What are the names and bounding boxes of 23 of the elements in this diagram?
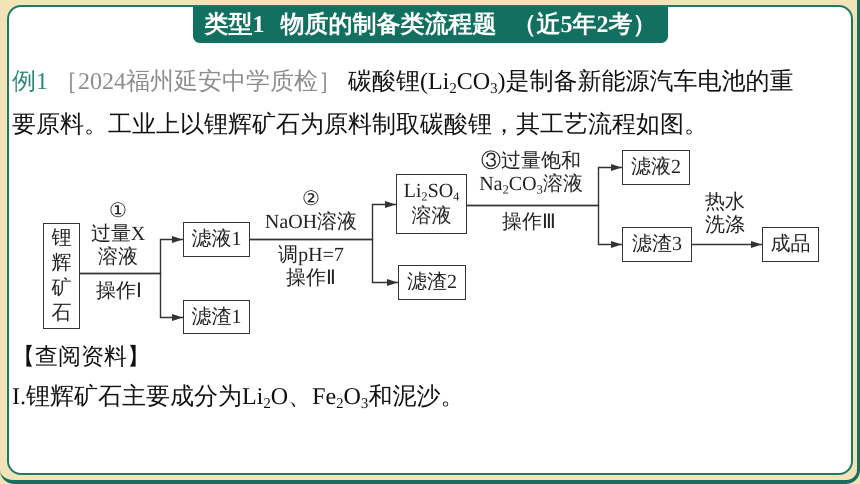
arrow — [692, 241, 762, 248]
process-box: Li$_{2}$SO$_{4}$ 溶液 — [396, 174, 467, 234]
arrow — [467, 204, 622, 248]
edge-label: 热水洗涤 — [704, 191, 746, 237]
edge-label: ② NaOH溶液 — [264, 188, 358, 234]
process-box: 滤渣2 — [398, 265, 466, 300]
process-box: 滤液1 — [183, 222, 250, 257]
arrow — [80, 272, 183, 321]
edge-label: 操作Ⅰ — [96, 280, 142, 303]
edge-label: ① 过量X 溶液 — [90, 200, 146, 269]
process-box: 滤渣1 — [183, 300, 250, 334]
title-banner: 类型1 物质的制备类流程题 （近5年2考） — [193, 7, 668, 43]
section-heading: 【查阅资料】 — [12, 343, 150, 371]
process-box: 成品 — [762, 227, 819, 262]
note-text: I.锂辉矿石主要成分为Li$_{2}$O、Fe$_{2}$O$_{3}$和泥沙。 — [12, 382, 464, 413]
question-text: 例1 ［2024福州延安中学质检］ 碳酸锂(Li$_{2}$CO$_{3}$)是制备新能源汽车电池的重要原料。工业上以锂辉矿石为原料制取碳酸锂，其工艺流程如图。 — [12, 68, 795, 140]
process-box: 滤渣3 — [622, 227, 692, 262]
arrow — [250, 238, 398, 286]
edge-label: 操作Ⅲ — [502, 211, 556, 234]
edge-label: ③过量饱和 Na$_{2}$CO$_{3}$溶液 — [479, 150, 583, 196]
process-box: 锂辉矿石 — [43, 223, 80, 329]
process-box: 滤液2 — [622, 150, 690, 185]
edge-label: 调pH=7 操作Ⅱ — [278, 244, 344, 290]
